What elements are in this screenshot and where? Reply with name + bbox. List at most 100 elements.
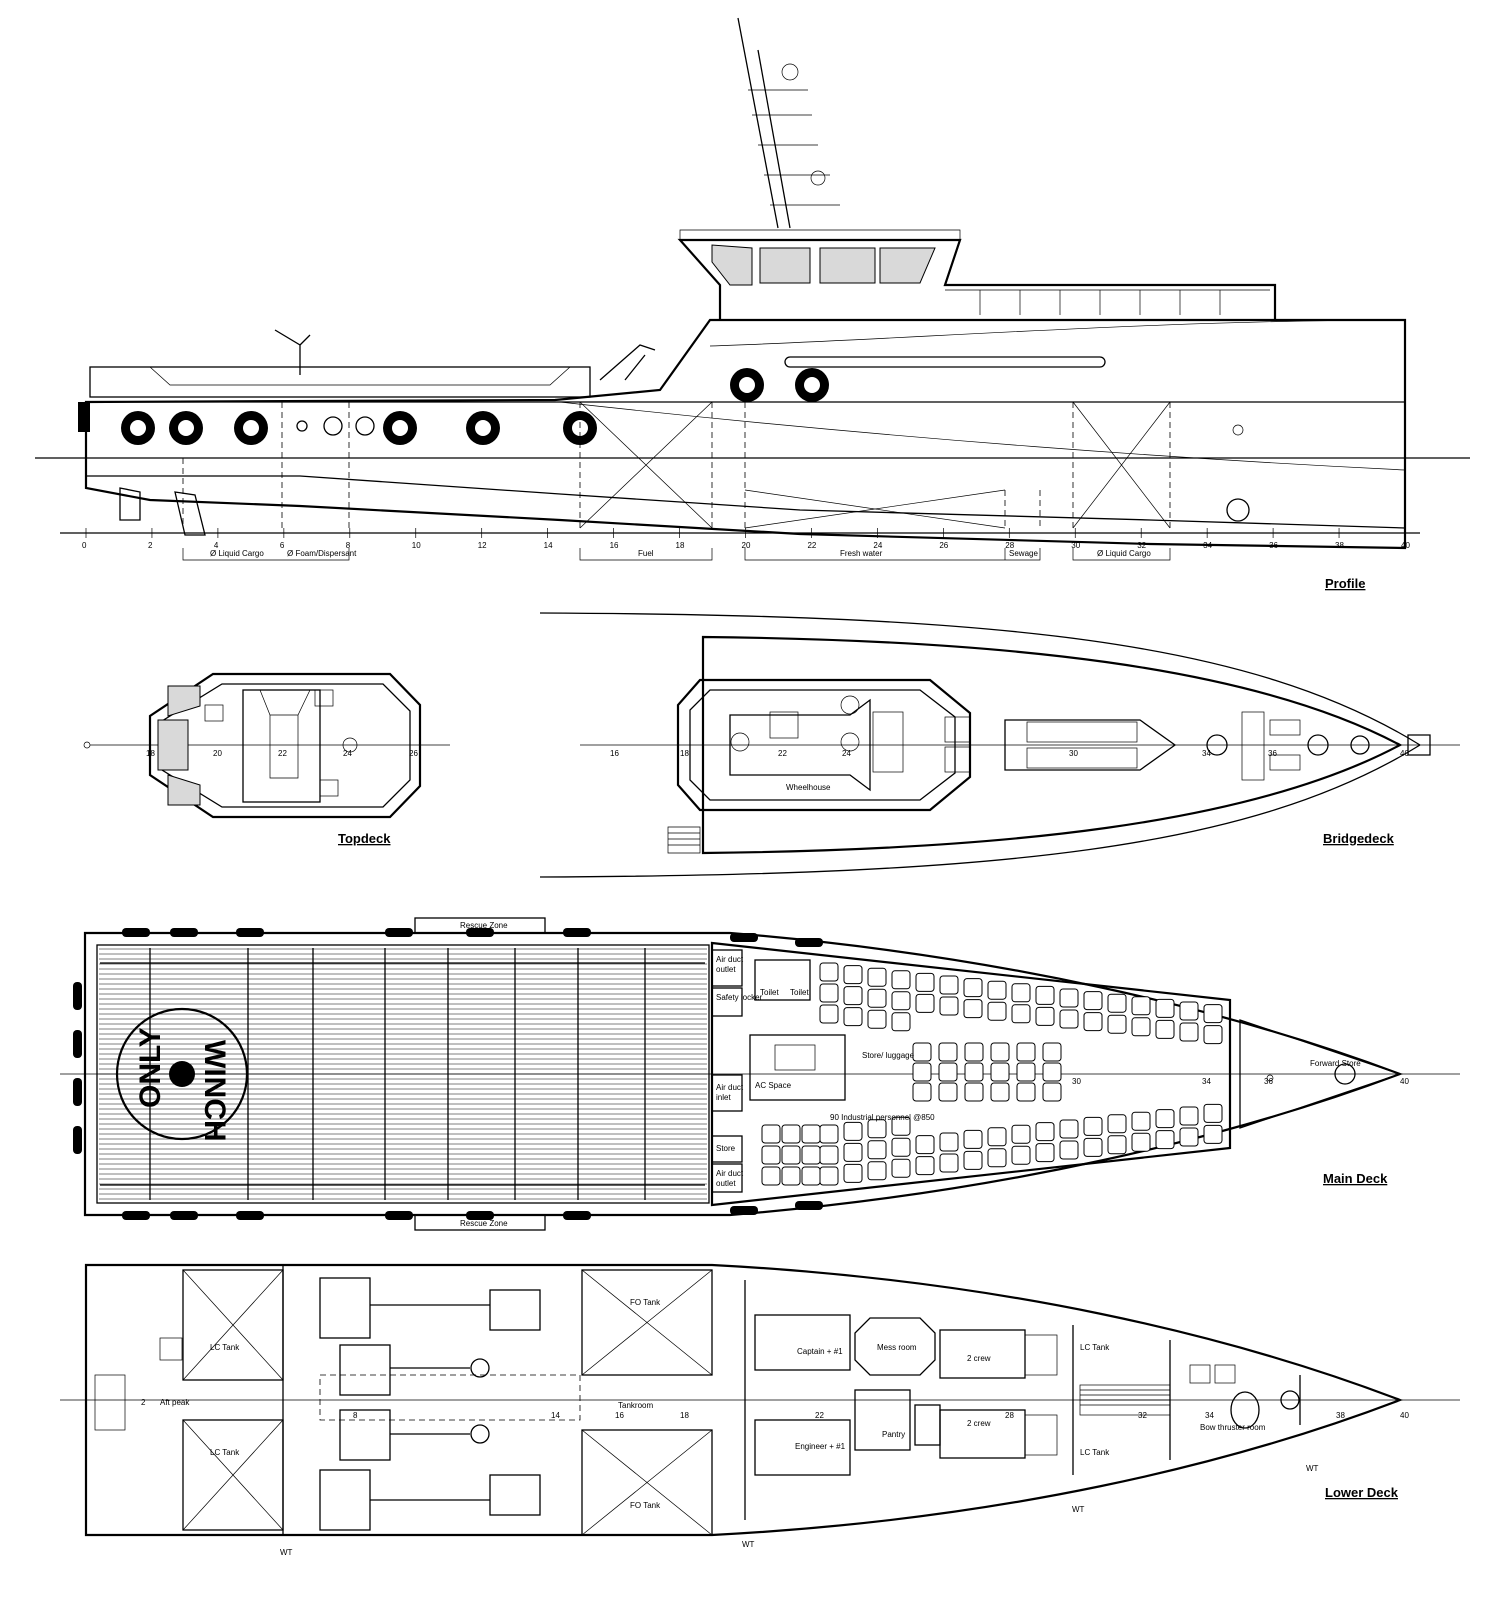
passenger-seat [843,1121,863,1141]
frame-number: 10 [412,541,421,550]
air-duct-inlet: Air duct [716,1083,744,1092]
passenger-seat [938,1082,958,1102]
frame-number: 20 [742,541,751,550]
safety-locker-label: Safety locker [716,993,763,1002]
passenger-seat [843,986,863,1006]
forward-store-label: Forward Store [1310,1059,1361,1068]
captain-cabin-label: Captain + #1 [797,1347,843,1356]
passenger-seat [781,1124,801,1144]
lower-deck-view-title: Lower Deck [1325,1485,1399,1500]
passenger-seat [1155,1130,1175,1150]
frame-number: 22 [807,541,816,550]
personnel-capacity-label: 90 Industrial personnel @850 [830,1113,935,1122]
passenger-seat [938,1042,958,1062]
svg-text:32: 32 [1138,1411,1147,1420]
passenger-seats [761,962,1223,1186]
passenger-seat [1083,1012,1103,1032]
air-duct-inlet-sub: inlet [716,1093,731,1102]
passenger-seat [867,967,887,987]
svg-text:36: 36 [1268,749,1277,758]
passenger-seat [761,1124,781,1144]
helideck-only-text: ONLY [134,1027,167,1108]
passenger-seat [964,1042,984,1062]
tankroom-label: Tankroom [618,1401,653,1410]
passenger-seat [915,1156,935,1176]
passenger-seat [819,1145,839,1165]
svg-text:22: 22 [778,749,787,758]
air-duct-outlet-bottom: Air duct [716,1169,744,1178]
passenger-seat [1035,1143,1055,1163]
svg-text:24: 24 [343,749,352,758]
svg-text:40: 40 [1400,749,1409,758]
passenger-seat [912,1042,932,1062]
frame-number: 14 [544,541,553,550]
passenger-seat [891,970,911,990]
passenger-seat [1016,1062,1036,1082]
lc-tank-aft-1-label: LC Tank [210,1343,240,1352]
passenger-seat [891,1012,911,1032]
fo-tank-1-label: FO Tank [630,1298,661,1307]
passenger-seat [843,1007,863,1027]
crew-cabin-1-label: 2 crew [967,1354,991,1363]
passenger-seat [843,1163,863,1183]
frame-number: 26 [939,541,948,550]
svg-text:18: 18 [680,749,689,758]
passenger-seat [1059,1119,1079,1139]
passenger-seat [987,1001,1007,1021]
lc-tank-fwd-2-label: LC Tank [1080,1448,1110,1457]
passenger-seat [801,1124,821,1144]
air-duct-outlet-top: Air duct [716,955,744,964]
frame-number: 40 [1401,541,1410,550]
passenger-seat [1011,1145,1031,1165]
svg-text:34: 34 [1202,749,1211,758]
passenger-seat [987,1127,1007,1147]
passenger-seat [963,999,983,1019]
passenger-seat [1035,985,1055,1005]
passenger-seat [1011,1124,1031,1144]
store-luggage-label: Store/ luggage [862,1051,915,1060]
passenger-seat [819,962,839,982]
passenger-seat [1203,1004,1223,1024]
svg-text:18: 18 [680,1411,689,1420]
passenger-seat [801,1166,821,1186]
passenger-seat [1107,993,1127,1013]
frame-number: 38 [1335,541,1344,550]
frame-number: 36 [1269,541,1278,550]
profile-view [35,17,1470,561]
passenger-seat [912,1062,932,1082]
passenger-seat [891,1137,911,1157]
watertight-label-2: WT [1072,1505,1085,1514]
frame-number: 12 [478,541,487,550]
topdeck-view-title: Topdeck [338,831,391,846]
passenger-seat [963,978,983,998]
frame-number: 18 [676,541,685,550]
toilet-label-2: Toilet [790,988,809,997]
svg-text:34: 34 [1202,1077,1211,1086]
svg-text:38: 38 [1336,1411,1345,1420]
passenger-seat [761,1145,781,1165]
passenger-seat [1131,1017,1151,1037]
frame-number: 32 [1137,541,1146,550]
passenger-seat [1059,1009,1079,1029]
passenger-seat [912,1082,932,1102]
frame-number: 2 [148,541,153,550]
passenger-seat [1011,983,1031,1003]
passenger-seat [1131,996,1151,1016]
bridgedeck-view-title: Bridgedeck [1323,831,1395,846]
frame-number: 8 [346,541,351,550]
svg-text:16: 16 [615,1411,624,1420]
passenger-seat [843,965,863,985]
aft-peak-label: Aft peak [160,1398,190,1407]
passenger-seat [1179,1022,1199,1042]
frame-number: 16 [610,541,619,550]
svg-text:26: 26 [409,749,418,758]
frame-number: 4 [214,541,219,550]
svg-text:24: 24 [842,749,851,758]
svg-text:36: 36 [1264,1077,1273,1086]
svg-text:28: 28 [1005,1411,1014,1420]
passenger-seat [915,1135,935,1155]
passenger-seat [781,1145,801,1165]
passenger-seat [819,1004,839,1024]
passenger-seat [1042,1042,1062,1062]
passenger-seat [761,1166,781,1186]
